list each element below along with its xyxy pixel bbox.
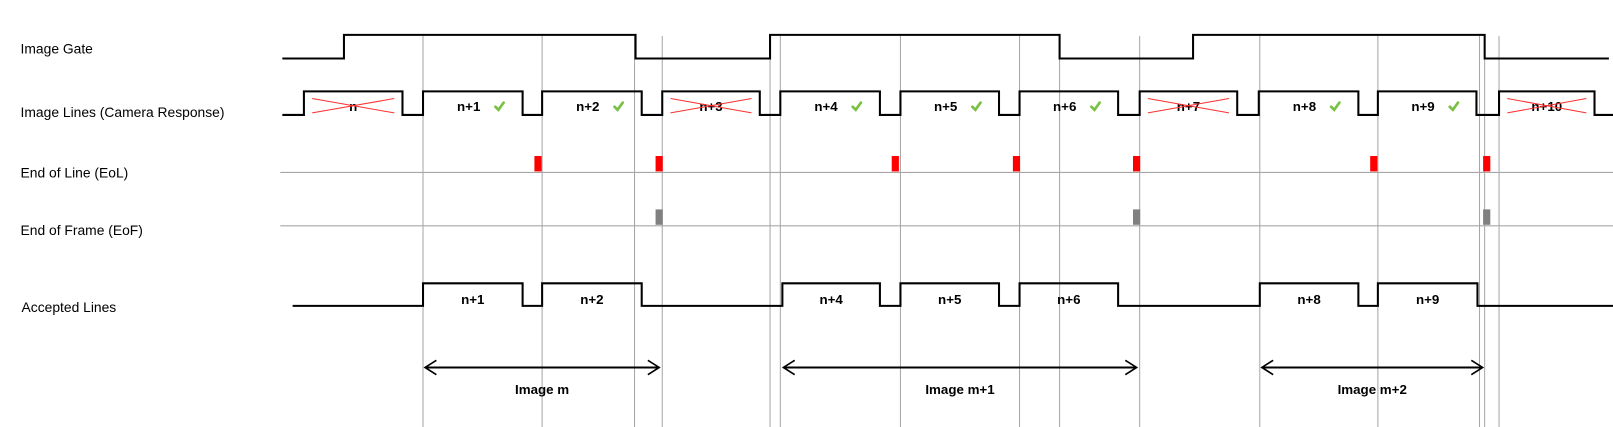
accepted-line-label: n+2 <box>580 292 603 307</box>
eol-pulse <box>891 156 899 172</box>
row-label-image-lines: Image Lines (Camera Response) <box>21 104 225 120</box>
line-label: n+10 <box>1531 99 1562 114</box>
line-label: n+5 <box>934 99 958 114</box>
accepted-line-label: n+6 <box>1057 292 1080 307</box>
line-label: n+9 <box>1411 99 1434 114</box>
check-icon <box>1448 101 1460 112</box>
cross-icon <box>1507 98 1587 114</box>
accepted-line-label: n+1 <box>461 292 485 307</box>
line-label: n <box>349 99 357 114</box>
row-label-image-gate: Image Gate <box>21 40 94 56</box>
check-icon <box>970 101 982 112</box>
accepted-line-label: n+8 <box>1297 292 1320 307</box>
image-span-label: Image m+2 <box>1338 382 1407 397</box>
accepted-lines-signal <box>292 282 1613 307</box>
accepted-line-label: n+9 <box>1416 292 1439 307</box>
eol-pulse <box>655 156 663 172</box>
eof-pulse <box>1483 209 1491 225</box>
image-span-label: Image m+1 <box>925 382 995 397</box>
image-span-label: Image m <box>515 382 569 397</box>
check-icon <box>494 101 505 112</box>
cross-icon <box>670 98 752 114</box>
line-label: n+7 <box>1177 99 1200 114</box>
row-label-accepted-lines: Accepted Lines <box>22 299 117 315</box>
check-icon <box>851 101 863 112</box>
eol-pulse <box>1370 156 1378 172</box>
line-label: n+2 <box>576 99 599 114</box>
eof-pulse <box>1133 209 1141 225</box>
line-label: n+1 <box>457 99 481 114</box>
accepted-line-label: n+5 <box>938 292 962 307</box>
cross-icon <box>312 98 395 114</box>
line-label: n+4 <box>814 99 838 114</box>
check-icon <box>1329 101 1341 112</box>
image-gate-signal <box>282 33 1609 60</box>
line-label: n+6 <box>1053 99 1076 114</box>
check-icon <box>613 101 625 112</box>
image-lines-signal <box>282 90 1613 116</box>
line-label: n+3 <box>699 99 722 114</box>
eof-pulse <box>655 209 663 225</box>
check-icon <box>1090 101 1101 112</box>
row-label-end-of-frame: End of Frame (EoF) <box>21 222 143 238</box>
eol-pulse <box>1133 156 1141 172</box>
eol-pulse <box>534 156 542 172</box>
eol-pulse <box>1012 156 1021 172</box>
row-label-end-of-line: End of Line (EoL) <box>21 165 129 181</box>
cross-icon <box>1147 98 1230 114</box>
accepted-line-label: n+4 <box>819 292 843 307</box>
eol-pulse <box>1483 156 1491 172</box>
line-label: n+8 <box>1293 99 1316 114</box>
